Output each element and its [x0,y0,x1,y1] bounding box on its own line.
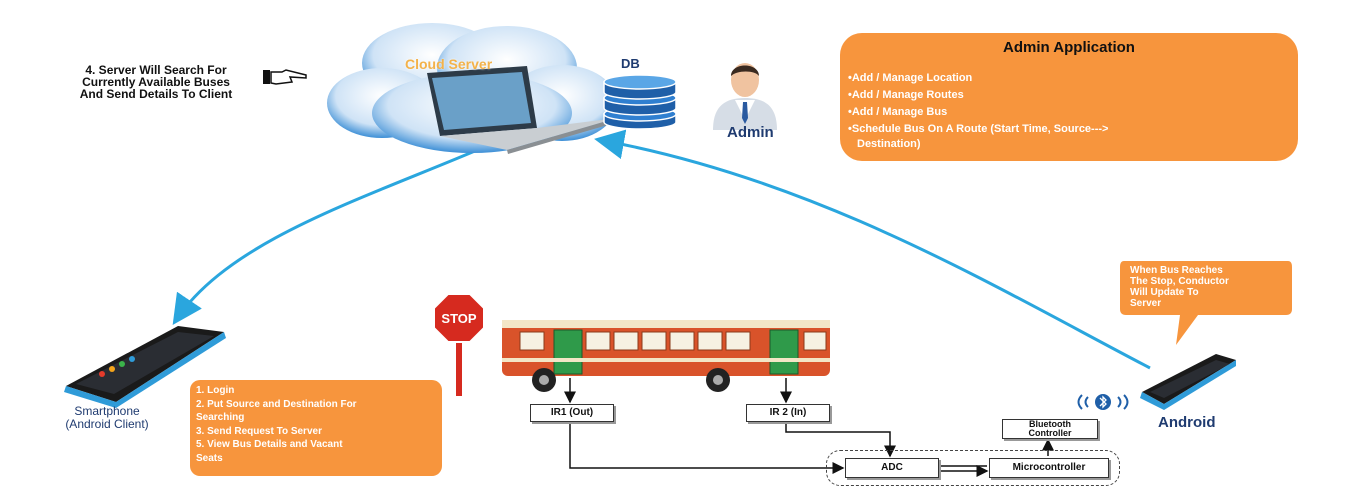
bluetooth-controller-line1: Bluetooth [1029,419,1071,429]
ir2-sensor-block: IR 2 (In) [746,404,830,422]
stop-sign-text: STOP [441,311,476,326]
database-icon [603,74,677,130]
bluetooth-controller-line2: Controller [1028,428,1072,438]
client-step: 1. Login [196,385,235,396]
admin-person-icon [713,63,777,130]
client-step: 3. Send Request To Server [196,425,322,437]
admin-label: Admin [727,124,774,141]
pointing-hand-icon [263,69,307,85]
db-label: DB [621,56,640,71]
admin-item: Add / Manage Bus [848,104,1108,121]
adc-block: ADC [845,458,939,478]
admin-item: Add / Manage Location [848,70,1108,87]
admin-application-title: Admin Application [1003,39,1135,56]
android-phone-icon [1140,354,1236,410]
client-step: 5. View Bus Details and Vacant [196,439,343,450]
client-step: 2. Put Source and Destination For [196,398,357,410]
smartphone-label-line1: Smartphone [74,404,140,418]
microcontroller-block: Microcontroller [989,458,1109,478]
android-label: Android [1158,414,1216,431]
admin-item: Add / Manage Routes [848,87,1108,104]
admin-application-box: Admin Application Add / Manage Location … [840,33,1298,161]
client-step: Seats [196,452,223,464]
smartphone-label-line2: (Android Client) [65,417,149,431]
conductor-note-line: Will Update To [1130,287,1199,298]
server-note-line3: And Send Details To Client [79,87,233,101]
admin-application-list: Add / Manage Location Add / Manage Route… [848,70,1109,138]
client-steps-box: 1. Login 2. Put Source and Destination F… [190,380,442,476]
smartphone-icon [64,326,226,408]
server-search-note: 4. Server Will Search For Currently Avai… [40,64,272,100]
conductor-note-line: The Stop, Conductor [1130,276,1229,287]
conductor-note-line: When Bus Reaches [1130,265,1223,276]
server-note-line1: 4. Server Will Search For [85,63,227,77]
ir2-to-adc-line [785,421,896,458]
cloud-server-graphic [327,23,618,154]
cloud-server-label: Cloud Server [405,56,493,72]
ir1-to-adc-line [569,421,845,474]
client-step: Searching [196,412,245,423]
bluetooth-signal-icon [1077,394,1129,410]
bus-icon [502,320,830,392]
smartphone-label: Smartphone (Android Client) [32,405,182,431]
server-to-client-arrow [172,146,483,325]
server-note-line2: Currently Available Buses [82,75,230,89]
ir1-sensor-block: IR1 (Out) [530,404,614,422]
android-to-server-arrow [594,129,1151,370]
stop-sign-icon: STOP [433,293,485,396]
conductor-note: When Bus Reaches The Stop, Conductor Wil… [1130,265,1290,309]
conductor-note-line: Server [1130,298,1162,309]
client-steps-list: 1. Login 2. Put Source and Destination F… [190,380,442,469]
adc-to-micro-line [938,466,987,471]
bluetooth-controller-block: Bluetooth Controller [1002,419,1098,439]
admin-item-continuation: Destination) [857,138,921,150]
conductor-speech-bubble [1120,261,1292,345]
controller-group-outline [826,450,1120,486]
admin-item: Schedule Bus On A Route (Start Time, Sou… [848,121,1109,138]
